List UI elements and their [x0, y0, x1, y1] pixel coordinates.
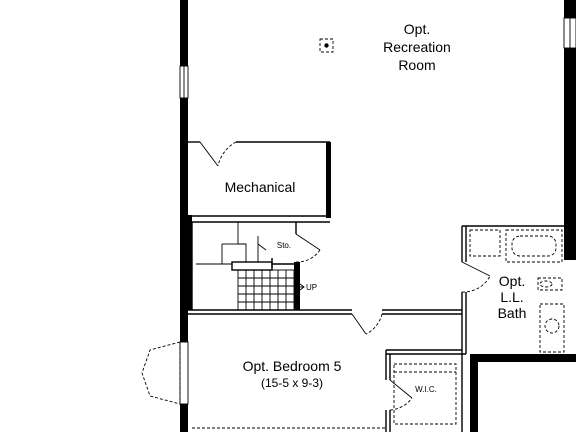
recreation-label-3: Room — [398, 57, 435, 73]
closet-shelving — [393, 363, 457, 425]
bedroom-size: (15-5 x 9-3) — [261, 376, 323, 390]
storage-label: Sto. — [277, 241, 291, 250]
bath-label-1: Opt. — [499, 273, 525, 289]
bath-label-2: L.L. — [500, 289, 523, 305]
bedroom-label: Opt. Bedroom 5 — [243, 358, 342, 374]
recreation-label-2: Recreation — [383, 39, 451, 55]
exterior-walls — [180, 0, 576, 432]
ceiling-light-icon — [319, 38, 334, 53]
windows — [141, 17, 576, 405]
staircase — [196, 222, 305, 311]
interior-walls — [188, 141, 564, 432]
mechanical-label: Mechanical — [225, 179, 296, 195]
recreation-label-1: Opt. — [404, 21, 430, 37]
stairs-up-label: UP — [306, 283, 317, 292]
bath-label-3: Bath — [498, 305, 527, 321]
closet-label: W.I.C. — [415, 385, 437, 394]
bath-fixtures — [469, 229, 565, 353]
